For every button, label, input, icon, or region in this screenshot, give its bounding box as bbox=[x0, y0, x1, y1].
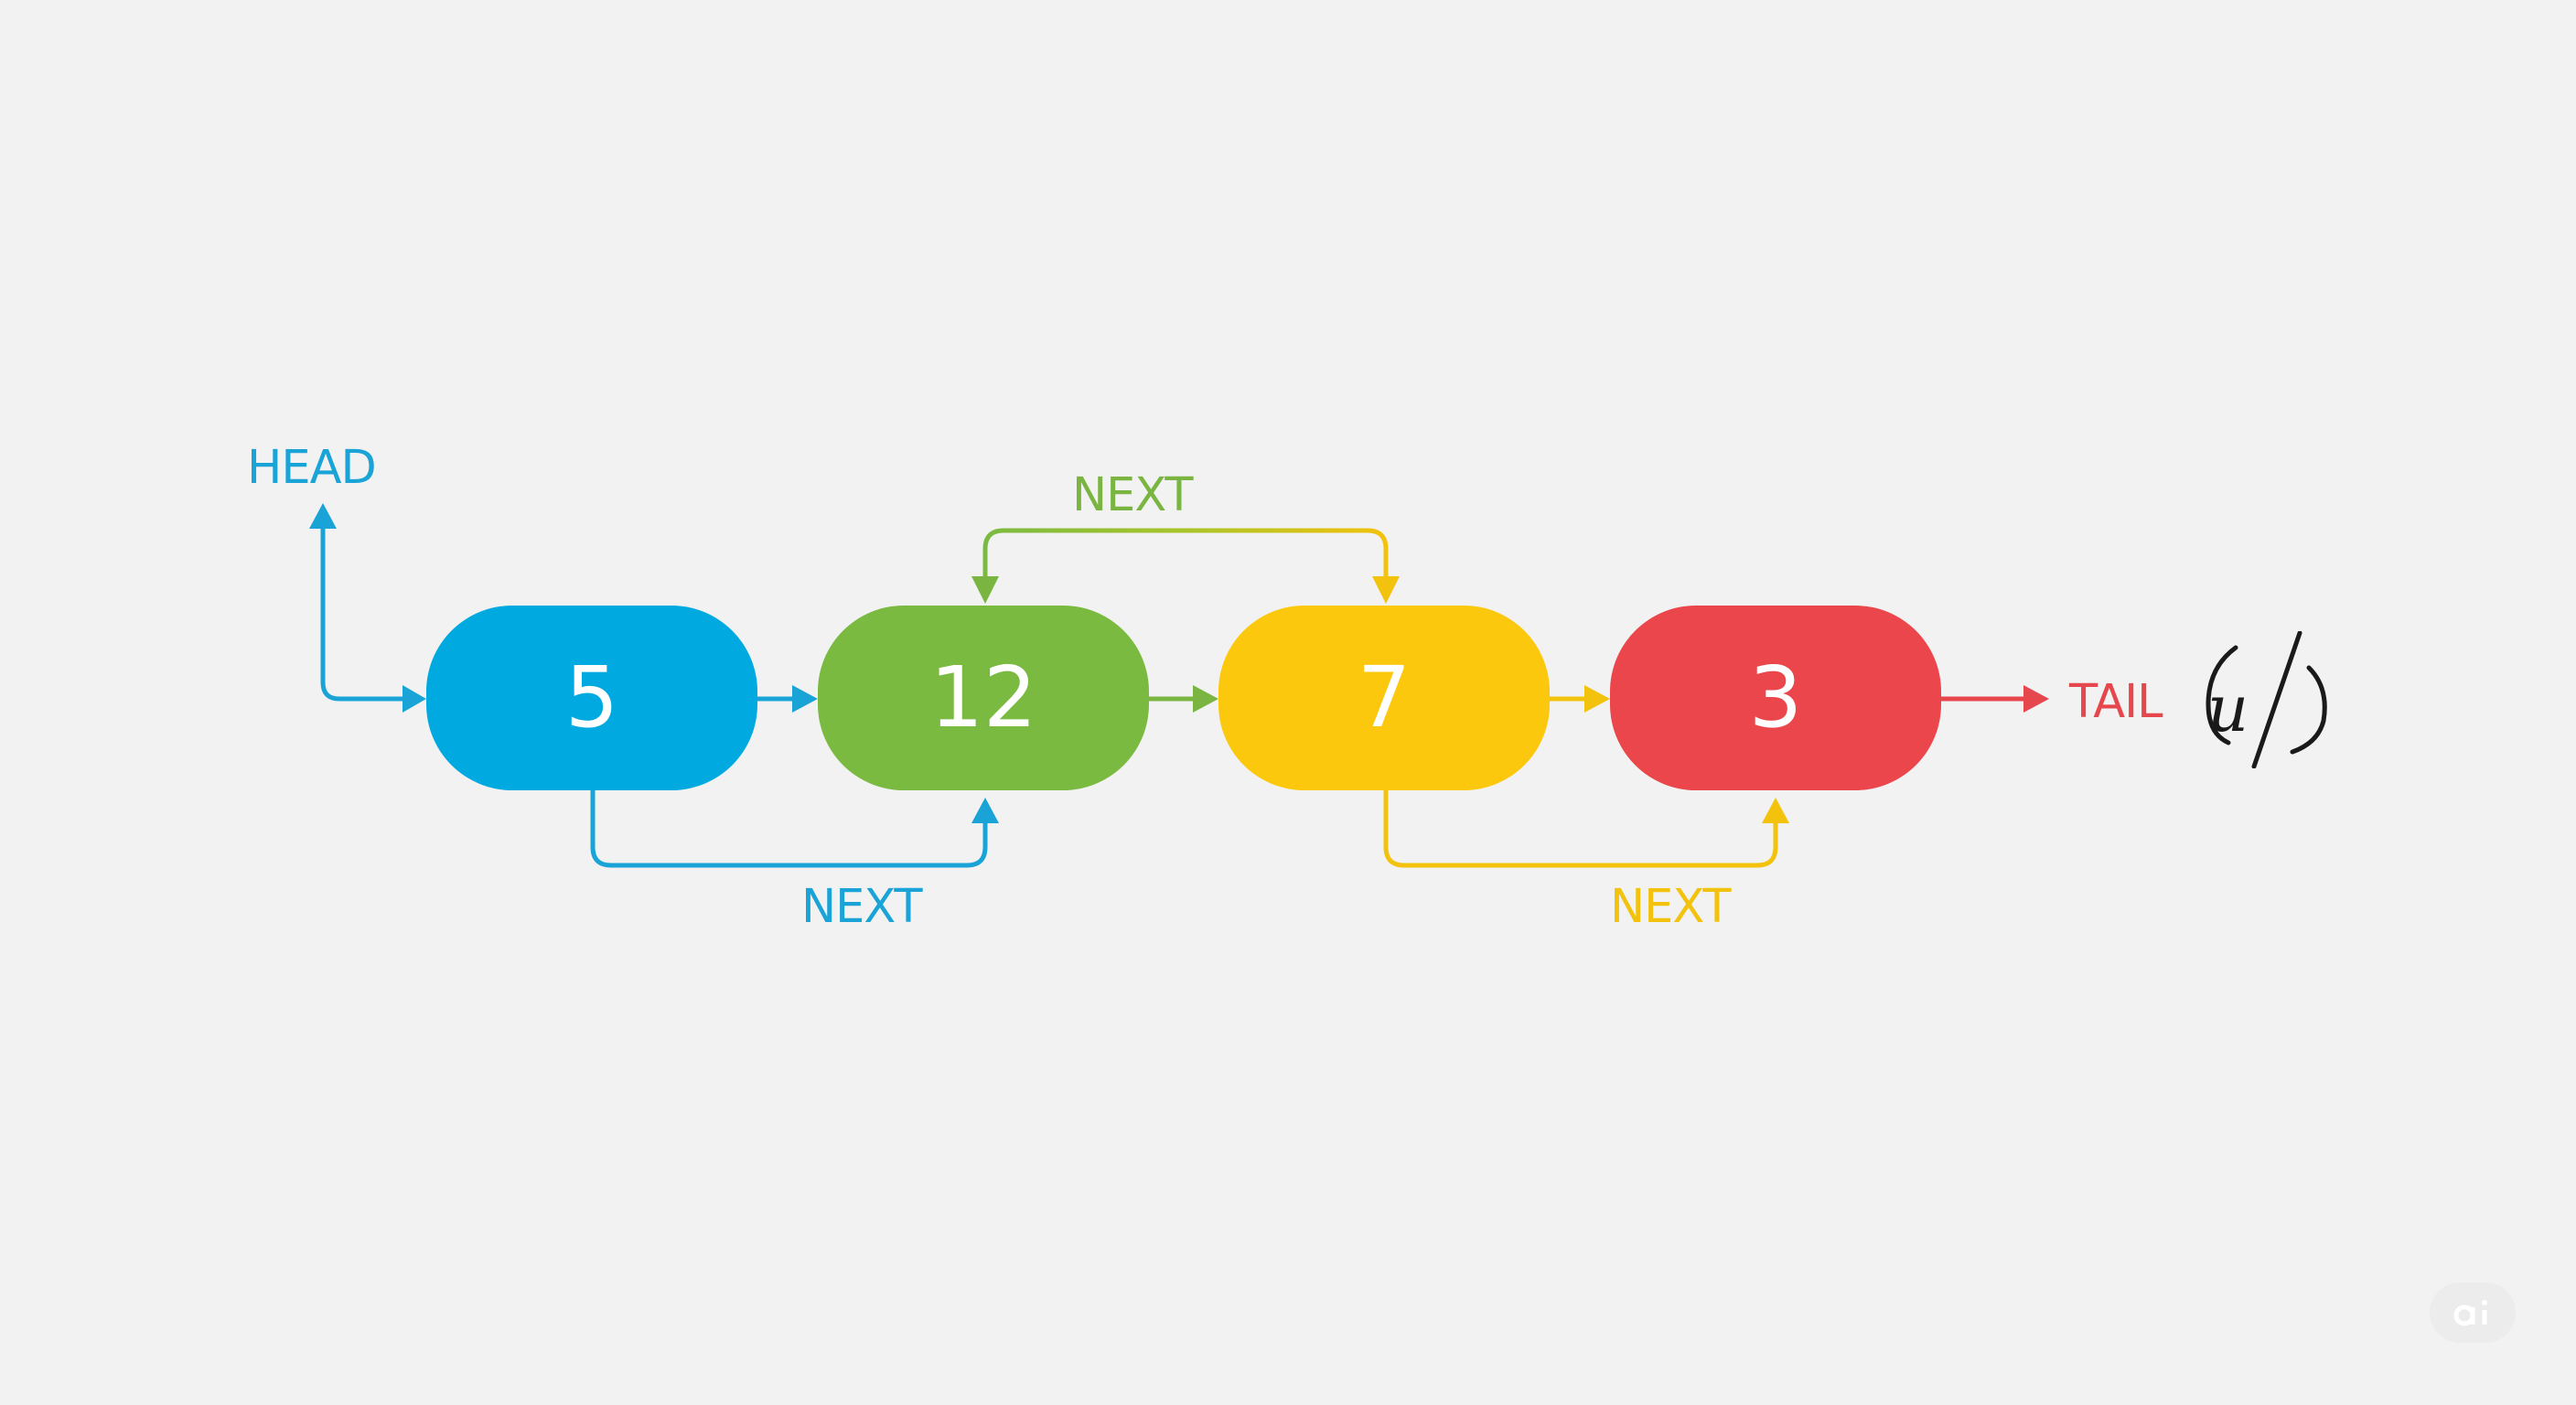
next-label-top: NEXT bbox=[1072, 468, 1194, 522]
tail-label: TAIL bbox=[2069, 675, 2163, 729]
null-marker-letter: u bbox=[2207, 671, 2249, 746]
next-bracket-bottom-second-arrowhead bbox=[1762, 798, 1789, 823]
list-node: 3 bbox=[1610, 606, 1941, 790]
link-12-to-7-arrowhead bbox=[1193, 685, 1218, 713]
ai-watermark-icon bbox=[2453, 1300, 2487, 1326]
list-node: 5 bbox=[426, 606, 757, 790]
node-value: 5 bbox=[564, 649, 619, 746]
next-label-bottom-second: NEXT bbox=[1610, 880, 1732, 934]
node-value: 7 bbox=[1357, 649, 1411, 746]
next-label-bottom-first: NEXT bbox=[801, 880, 923, 934]
link-5-to-12-arrowhead bbox=[792, 685, 818, 713]
next-bracket-top bbox=[982, 528, 1389, 580]
link-7-to-3-arrowhead bbox=[1584, 685, 1610, 713]
head-label: HEAD bbox=[247, 441, 377, 495]
tail-arrowhead bbox=[2023, 685, 2049, 713]
node-value: 3 bbox=[1748, 649, 1803, 746]
next-bracket-bottom-second bbox=[1383, 790, 1778, 868]
null-marker-icon bbox=[2206, 631, 2327, 768]
next-bracket-bottom-first-arrowhead bbox=[971, 798, 999, 823]
list-node: 12 bbox=[818, 606, 1149, 790]
next-bracket-top-arrowhead-left bbox=[971, 576, 999, 604]
head-arrowhead-right bbox=[402, 685, 426, 713]
next-bracket-top-arrowhead-right bbox=[1372, 576, 1400, 604]
head-pointer-line bbox=[320, 521, 402, 702]
next-bracket-bottom-first bbox=[590, 790, 988, 868]
node-value: 12 bbox=[929, 649, 1037, 746]
list-node: 7 bbox=[1218, 606, 1550, 790]
head-arrowhead-up bbox=[309, 503, 337, 529]
